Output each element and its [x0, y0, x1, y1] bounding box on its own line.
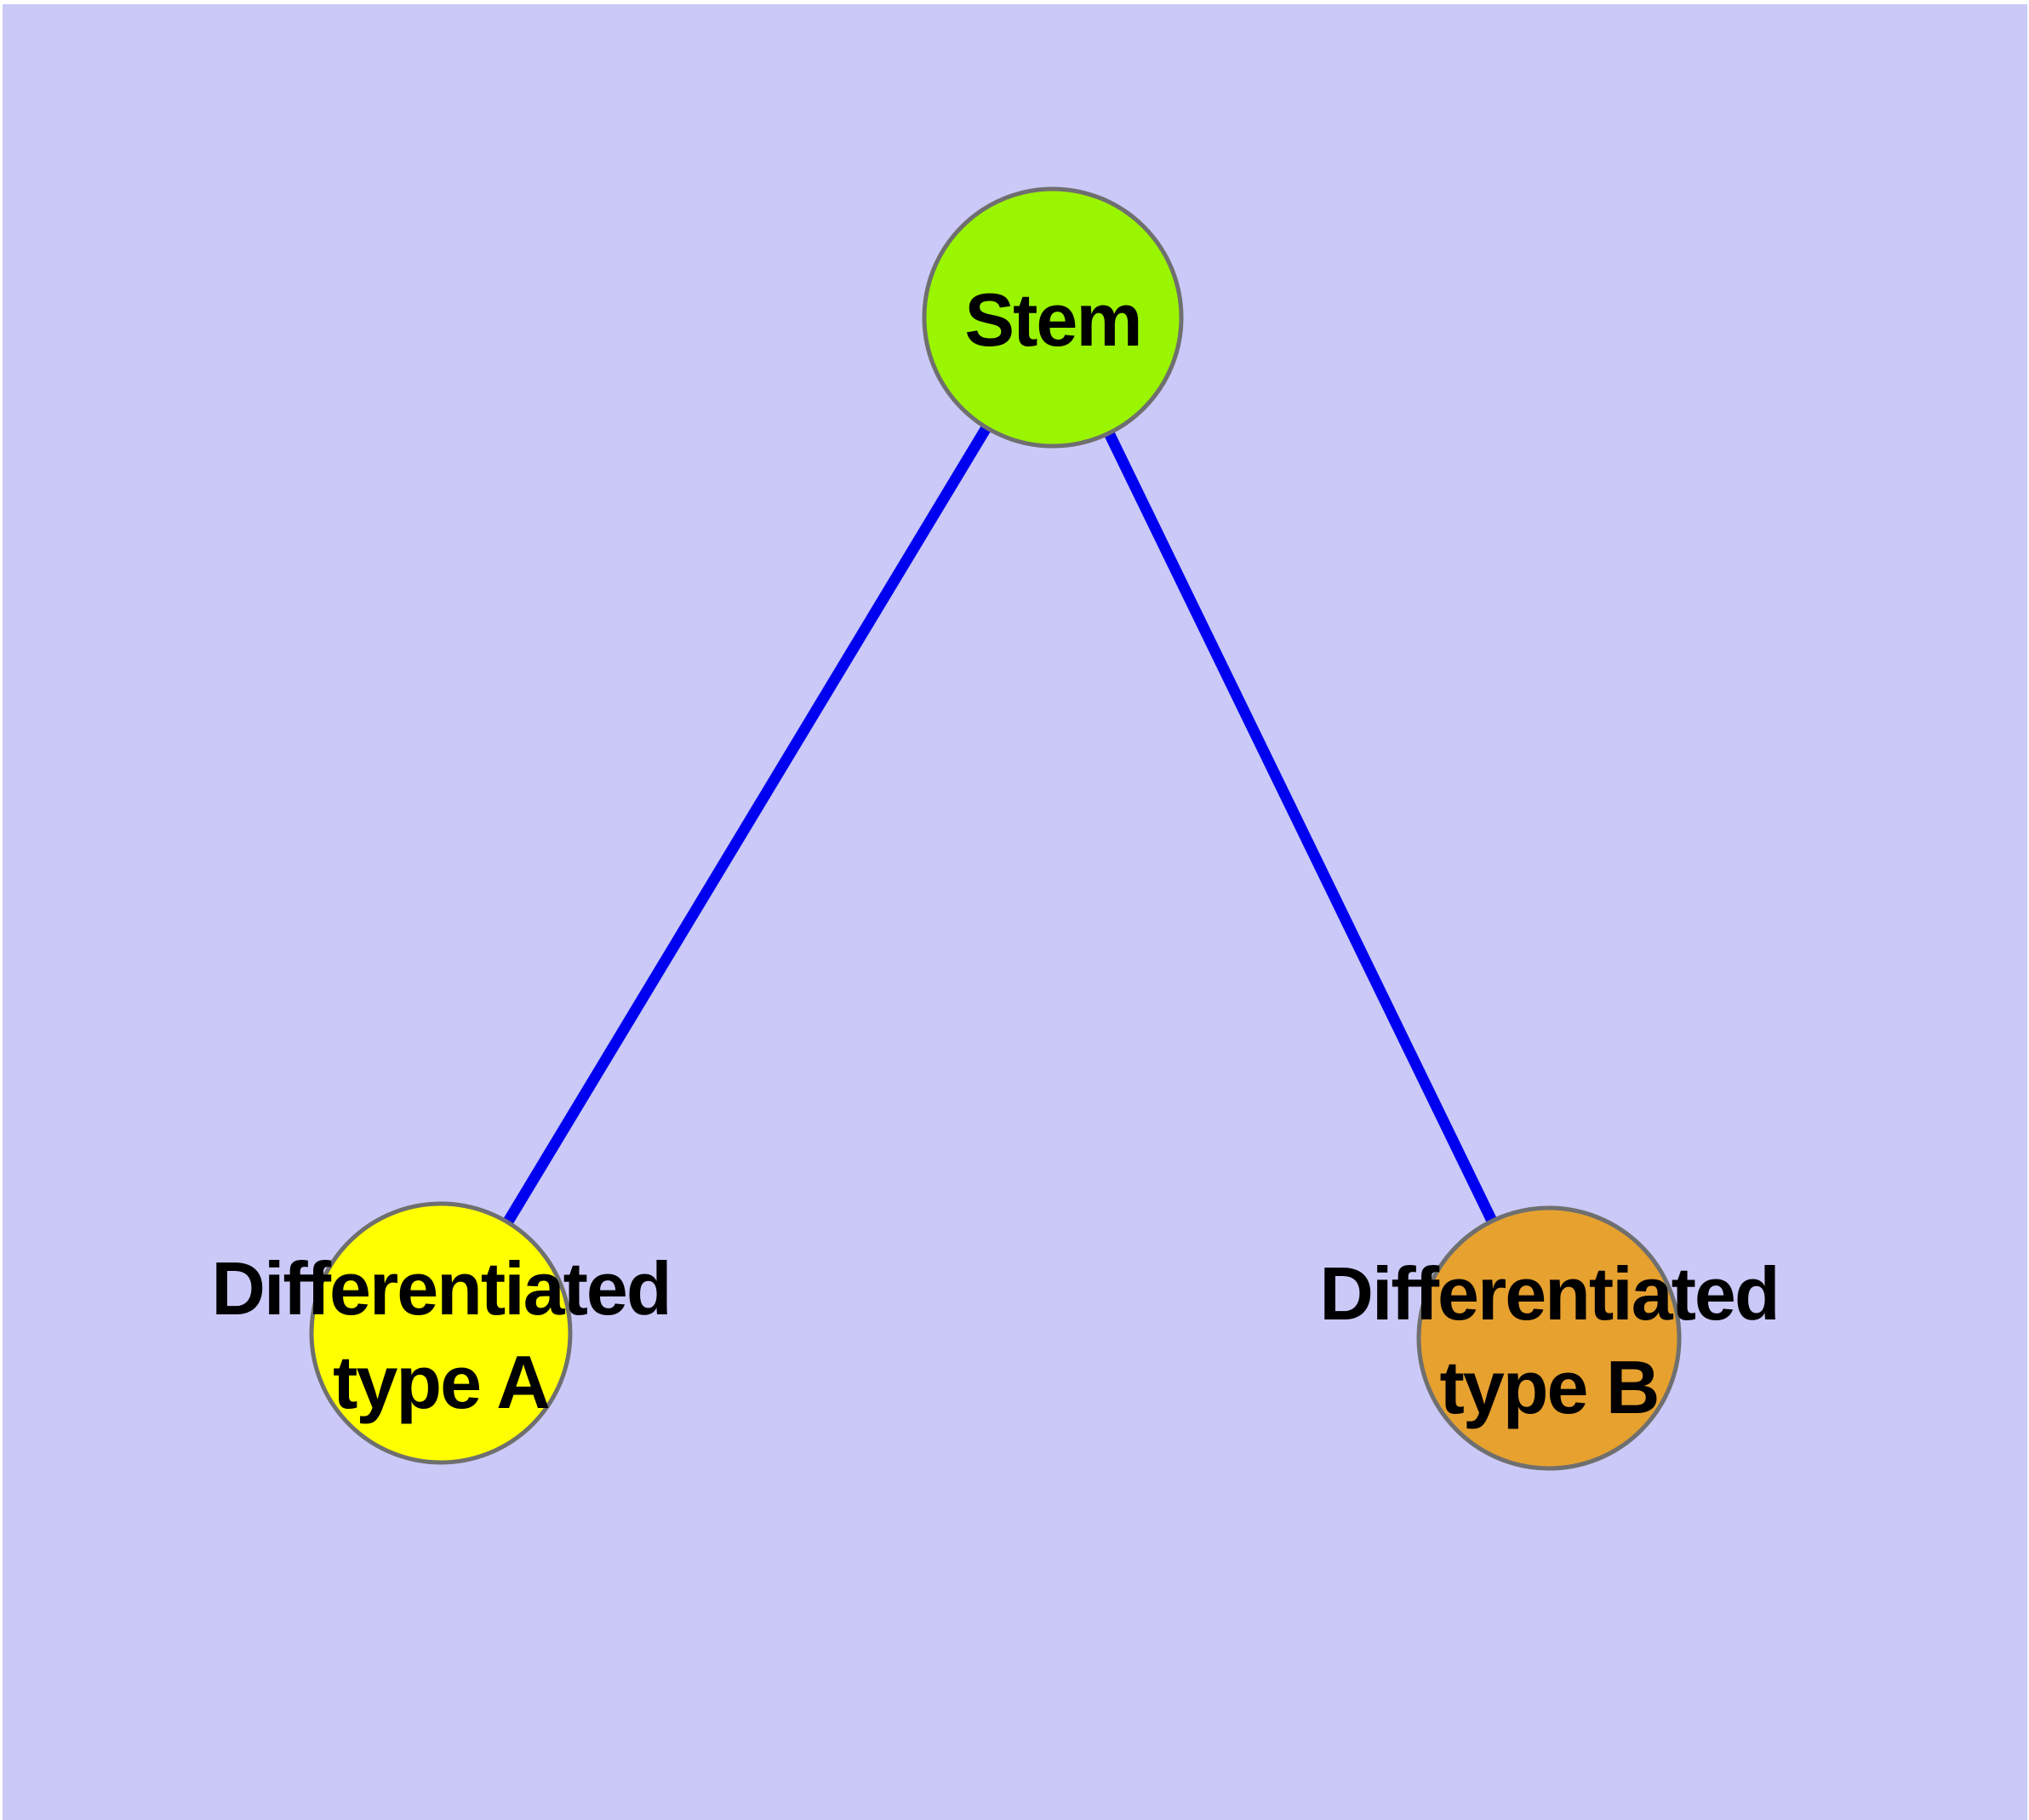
- edge-stem-type-a: [436, 314, 1058, 1336]
- edge-stem-type-b: [1048, 315, 1554, 1341]
- nodes-layer: [309, 186, 1682, 1471]
- node-type-b: [1416, 1205, 1682, 1471]
- node-type-a: [309, 1201, 573, 1465]
- node-stem: [922, 186, 1184, 449]
- edges-layer: [436, 314, 1554, 1341]
